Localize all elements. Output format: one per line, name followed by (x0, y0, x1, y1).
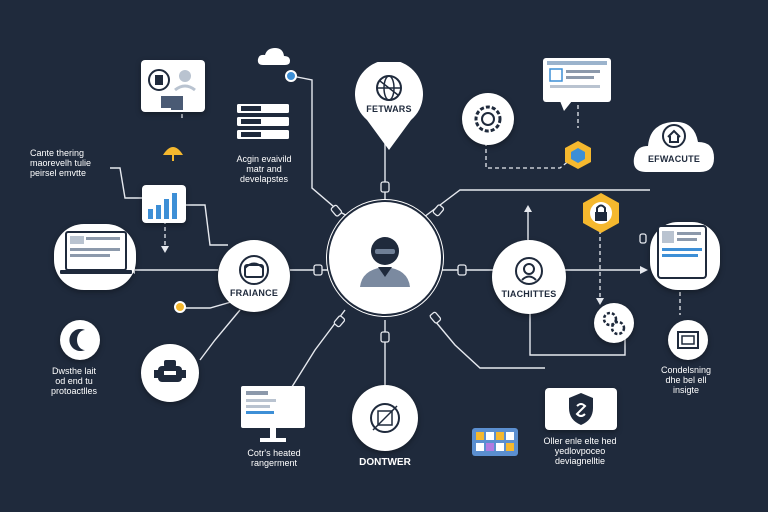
fetwars-pin-shape (355, 62, 423, 150)
yellow-dot (174, 301, 186, 313)
gears-node (594, 303, 634, 343)
efwacute-node: EFWACUTE (632, 112, 716, 176)
tiachittes-node: TIACHITTES (492, 240, 566, 314)
crescent-icon (69, 329, 85, 351)
fraiance-node: FRAIANCE (218, 240, 290, 312)
plug-2 (380, 181, 390, 193)
plug-5 (457, 264, 467, 276)
mentor-card (141, 60, 205, 112)
plug-9 (639, 233, 647, 244)
dontwer-node-circle (352, 385, 418, 451)
lock-icon (583, 193, 619, 233)
insight-node (668, 320, 708, 360)
house-icon (662, 124, 686, 148)
balloon-icon (163, 147, 183, 161)
cube-icon (565, 141, 591, 169)
crescent-node (60, 320, 100, 360)
chest-icon (239, 254, 269, 285)
plug-6 (333, 315, 346, 328)
laptop-node (54, 224, 136, 290)
caption-top-left: Cante thering maorevelh tulie peirsel em… (30, 148, 92, 178)
mentor-icon (148, 69, 196, 110)
person-avatar-icon (360, 237, 410, 287)
cloud-icon (257, 48, 290, 65)
monitor-card (542, 57, 612, 111)
gear-node (462, 93, 514, 145)
arrow-right (640, 266, 648, 274)
tiles-icon (472, 428, 518, 456)
plug-1 (330, 204, 343, 217)
robot-icon (154, 360, 186, 382)
hub-node (332, 205, 438, 311)
insight-icon (677, 331, 699, 349)
bar-chart-card (142, 185, 186, 223)
globe-icon (376, 75, 402, 101)
globe-icon (370, 403, 400, 433)
plug-4 (313, 264, 323, 276)
desktop-monitor-icon (241, 386, 305, 442)
tiachittes-label: TIACHITTES (501, 288, 557, 299)
fetwars-label: FETWARS (366, 104, 412, 114)
fraiance-to-left-dot (182, 299, 239, 309)
dashed-gear-to-cube (485, 142, 577, 169)
laptop-icon (60, 231, 132, 274)
document-node (650, 222, 720, 290)
blue-dot (285, 70, 297, 82)
dontwer-label: DONTWER (359, 457, 411, 468)
spoke-hub-to-fetwars (291, 75, 356, 221)
face-icon (515, 256, 543, 285)
gear-icon (474, 105, 502, 133)
gears-icon (602, 311, 626, 336)
server-stack-icon (237, 104, 289, 139)
fetwars-node: FETWARS (353, 62, 425, 152)
spoke-hub-to-right-top (419, 189, 650, 221)
caption-bottom-right: Oller enle elte hed yedlovpoceo deviagne… (543, 436, 617, 466)
spoke-hub-to-bottom-right (429, 314, 545, 369)
shield-card (545, 388, 617, 430)
caption-to-chart (110, 167, 145, 199)
tiachittes-to-right-caption (529, 305, 626, 356)
caption-left-bottom: Dwsthe lait od end tu protoactlles (50, 366, 98, 396)
caption-bottom-center: Cotr's heated rangerment (247, 448, 301, 468)
arrow-down-lock (596, 298, 604, 305)
caption-right: Condelsning dhe bel ell insigte (660, 365, 712, 395)
plug-7 (380, 331, 390, 343)
arrow-up (524, 205, 532, 212)
arrow-down-chart (161, 246, 169, 253)
bar-chart-icon (148, 193, 177, 219)
shield-icon (569, 393, 593, 425)
efwacute-label: EFWACUTE (647, 154, 701, 164)
document-icon (657, 225, 707, 279)
plug-8 (429, 311, 442, 324)
fraiance-to-robot (199, 309, 241, 361)
caption-mid-top: Acgin evaivild matr and develapstes (236, 154, 292, 184)
fraiance-label: FRAIANCE (229, 287, 279, 298)
plug-3 (432, 204, 445, 217)
chat-window-icon (543, 58, 611, 111)
robot-node (141, 344, 199, 402)
chart-to-fraiance (185, 204, 228, 246)
